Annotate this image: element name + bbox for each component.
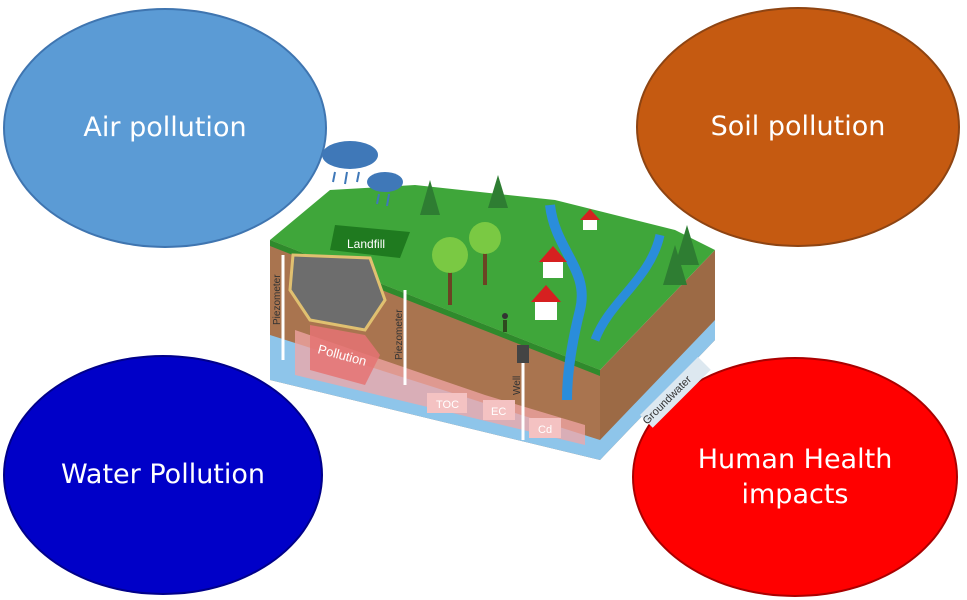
ec-label: EC xyxy=(491,406,506,418)
pollution-arrow xyxy=(310,325,380,385)
soil-pollution-bubble: Soil pollution xyxy=(636,7,960,247)
person-icon xyxy=(502,313,508,332)
landfill-liner xyxy=(288,253,387,332)
human-health-label: Human Health impacts xyxy=(697,443,893,510)
well-label: Well xyxy=(512,376,523,395)
toc-label: TOC xyxy=(436,399,459,411)
water-pollution-bubble: Water Pollution xyxy=(3,355,323,595)
house-icon xyxy=(580,209,600,230)
landfill-waste xyxy=(290,255,385,330)
ec-box xyxy=(483,400,515,420)
cd-box xyxy=(529,418,561,438)
rain-cloud-icon xyxy=(367,172,403,207)
tree-icon xyxy=(675,225,699,265)
landfill-sign xyxy=(330,225,410,258)
well-pump xyxy=(517,345,529,363)
human-health-bubble: Human Health impacts xyxy=(632,357,958,597)
cd-label: Cd xyxy=(538,424,552,436)
air-pollution-label: Air pollution xyxy=(83,112,247,144)
soil-pollution-label: Soil pollution xyxy=(710,111,886,143)
tree-icon xyxy=(488,175,508,208)
tree-icon xyxy=(469,222,501,285)
rain-cloud-icon xyxy=(322,141,378,185)
tree-icon xyxy=(420,180,440,215)
landfill-label: Landfill xyxy=(347,237,385,251)
groundwater-side xyxy=(600,320,715,460)
soil-side-face xyxy=(600,250,715,460)
house-icon xyxy=(539,246,567,278)
water-pollution-label: Water Pollution xyxy=(60,459,266,491)
toc-box xyxy=(427,393,467,413)
river-branch xyxy=(590,233,665,342)
tree-icon xyxy=(432,237,468,305)
house-icon xyxy=(531,285,561,320)
air-pollution-bubble: Air pollution xyxy=(3,8,327,248)
groundwater-tag xyxy=(640,357,711,428)
river xyxy=(545,204,587,401)
landfill-cross-section-diagram: Landfill Piezometer Piezometer Pollution… xyxy=(270,141,715,460)
piezometer-left-label: Piezometer xyxy=(272,274,283,325)
piezometer-right-label: Piezometer xyxy=(394,309,405,360)
tree-icon xyxy=(663,245,687,285)
